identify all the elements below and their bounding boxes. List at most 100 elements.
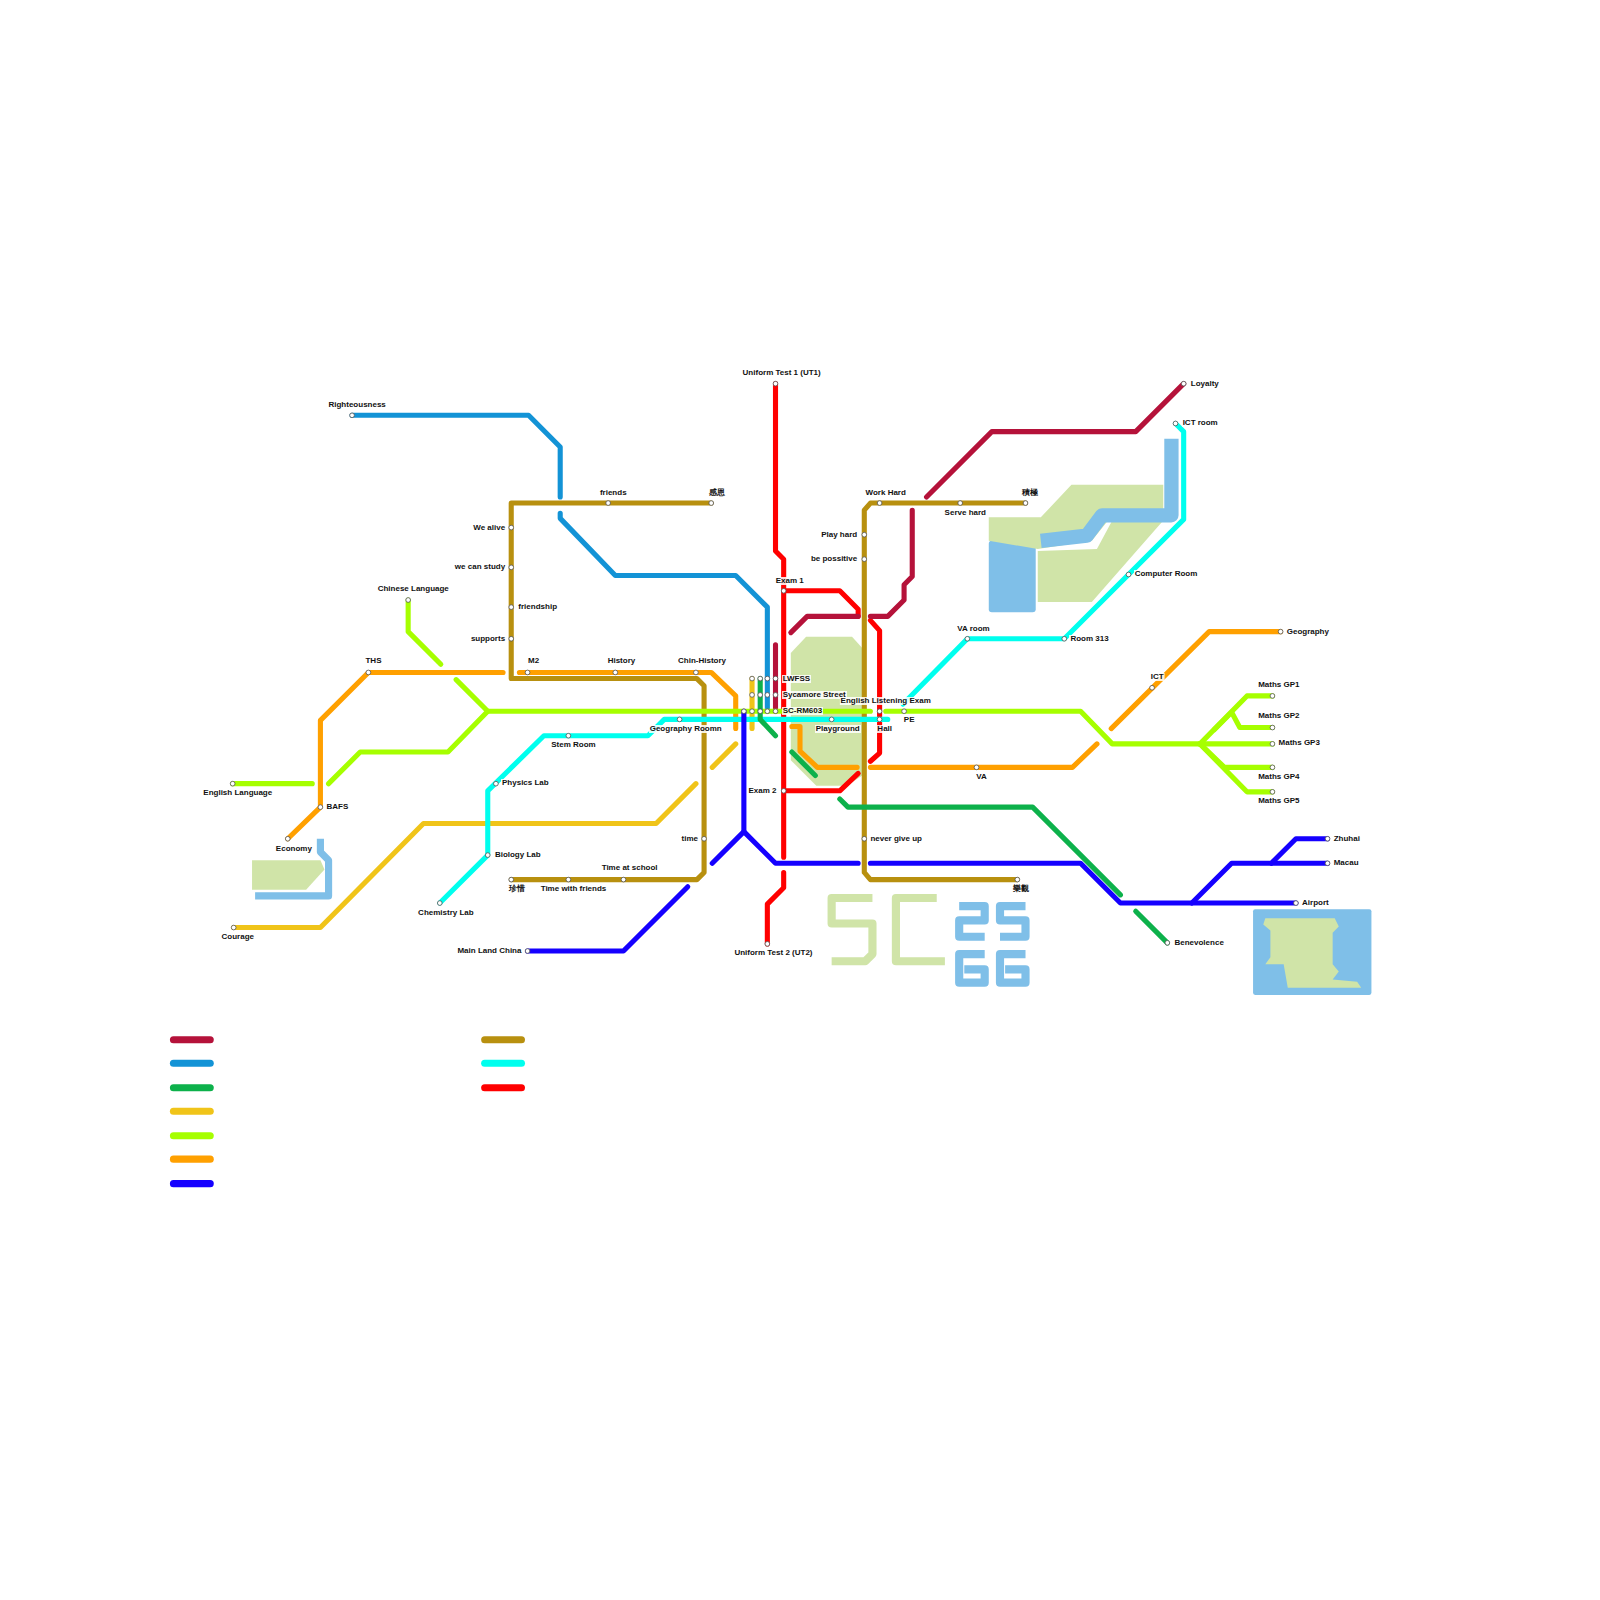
station-label: ICT room bbox=[1182, 419, 1219, 427]
station-dot bbox=[750, 676, 755, 681]
station-label: LWFSS bbox=[782, 675, 812, 683]
station-label: we can study bbox=[454, 563, 506, 571]
park-area bbox=[252, 860, 324, 890]
island bbox=[1263, 918, 1361, 987]
station-label: Exam 1 bbox=[775, 577, 805, 585]
metro-line bbox=[1192, 863, 1328, 903]
metro-line bbox=[903, 423, 1184, 704]
station-dot bbox=[758, 676, 763, 681]
station-dot bbox=[958, 501, 963, 506]
metro-line bbox=[440, 719, 888, 903]
station-dot bbox=[509, 877, 514, 882]
station-label: Chin-History bbox=[677, 657, 727, 665]
station-dot bbox=[750, 709, 755, 714]
metro-line bbox=[791, 616, 858, 632]
station-dot bbox=[742, 709, 747, 714]
station-label: Geography bbox=[1286, 628, 1330, 636]
station-dot bbox=[1126, 572, 1131, 577]
station-label: BAFS bbox=[326, 803, 350, 811]
station-label: Maths GP3 bbox=[1278, 739, 1321, 747]
station-label: Stem Room bbox=[550, 741, 596, 749]
station-label: Main Land China bbox=[456, 947, 522, 955]
station-dot bbox=[485, 853, 490, 858]
station-label: Chinese Language bbox=[377, 585, 450, 593]
river bbox=[1041, 439, 1172, 541]
metro-line bbox=[870, 863, 1296, 903]
station-label: Hall bbox=[876, 725, 893, 733]
station-dot bbox=[862, 557, 867, 562]
station-dot bbox=[525, 949, 530, 954]
logo-stroke bbox=[1000, 954, 1026, 983]
station-dot bbox=[566, 733, 571, 738]
station-dot bbox=[974, 765, 979, 770]
metro-line bbox=[712, 744, 735, 767]
station-label: never give up bbox=[869, 835, 923, 843]
station-dot bbox=[1270, 742, 1275, 747]
station-label: English Listening Exam bbox=[840, 697, 932, 705]
metro-line bbox=[1136, 911, 1168, 943]
legend-swatch bbox=[485, 1084, 522, 1091]
metro-line bbox=[870, 744, 1097, 767]
station-label: Zhuhai bbox=[1333, 835, 1361, 843]
station-dot bbox=[862, 836, 867, 841]
metro-line bbox=[352, 415, 560, 497]
station-label: Exam 2 bbox=[748, 787, 778, 795]
station-label: Maths GP1 bbox=[1257, 681, 1300, 689]
station-dot bbox=[231, 925, 236, 930]
station-label: ICT bbox=[1150, 673, 1165, 681]
station-dot bbox=[773, 676, 778, 681]
metro-line bbox=[840, 799, 1121, 895]
station-label: PE bbox=[903, 716, 916, 724]
station-label: Loyalty bbox=[1190, 380, 1220, 388]
station-dot bbox=[765, 942, 770, 947]
station-label: Righteousness bbox=[327, 401, 386, 409]
metro-line bbox=[886, 711, 1200, 744]
station-dot bbox=[750, 693, 755, 698]
station-label: Benevolence bbox=[1173, 939, 1224, 947]
legend-swatch bbox=[173, 1156, 210, 1163]
station-label: VA room bbox=[956, 625, 990, 633]
station-label: 珍惜 bbox=[508, 885, 526, 893]
station-label: time bbox=[681, 835, 699, 843]
station-label: Courage bbox=[221, 933, 255, 941]
legend-swatch bbox=[485, 1036, 522, 1043]
station-label: Sycamore Street bbox=[782, 691, 847, 699]
metro-line bbox=[767, 872, 783, 943]
metro-line bbox=[744, 832, 858, 864]
station-dot bbox=[702, 836, 707, 841]
legend-swatch bbox=[173, 1060, 210, 1067]
station-dot bbox=[862, 532, 867, 537]
metro-line bbox=[233, 781, 313, 786]
station-dot bbox=[230, 781, 235, 786]
legend-swatch bbox=[173, 1180, 210, 1187]
station-dot bbox=[1325, 836, 1330, 841]
station-label: SC-RM603 bbox=[782, 707, 824, 715]
station-dot bbox=[1270, 725, 1275, 730]
river bbox=[255, 839, 328, 896]
station-label: Time at school bbox=[601, 864, 659, 872]
station-dot bbox=[1165, 941, 1170, 946]
station-dot bbox=[406, 598, 411, 603]
station-dot bbox=[1278, 629, 1283, 634]
station-label: VA bbox=[975, 773, 988, 781]
station-label: History bbox=[607, 657, 637, 665]
logo-stroke bbox=[896, 898, 945, 961]
station-dot bbox=[677, 717, 682, 722]
station-dot bbox=[877, 709, 882, 714]
station-label: Work Hard bbox=[865, 489, 907, 497]
station-dot bbox=[525, 670, 530, 675]
station-dot bbox=[965, 636, 970, 641]
metro-line bbox=[329, 711, 488, 783]
station-label: friendship bbox=[517, 603, 558, 611]
station-dot bbox=[509, 636, 514, 641]
station-dot bbox=[765, 676, 770, 681]
station-label: Chemistry Lab bbox=[417, 909, 475, 917]
station-label: Maths GP5 bbox=[1257, 797, 1300, 805]
legend-swatch bbox=[173, 1084, 210, 1091]
station-dot bbox=[709, 501, 714, 506]
station-dot bbox=[1325, 861, 1330, 866]
station-label: 樂觀 bbox=[1012, 885, 1030, 893]
station-dot bbox=[621, 877, 626, 882]
